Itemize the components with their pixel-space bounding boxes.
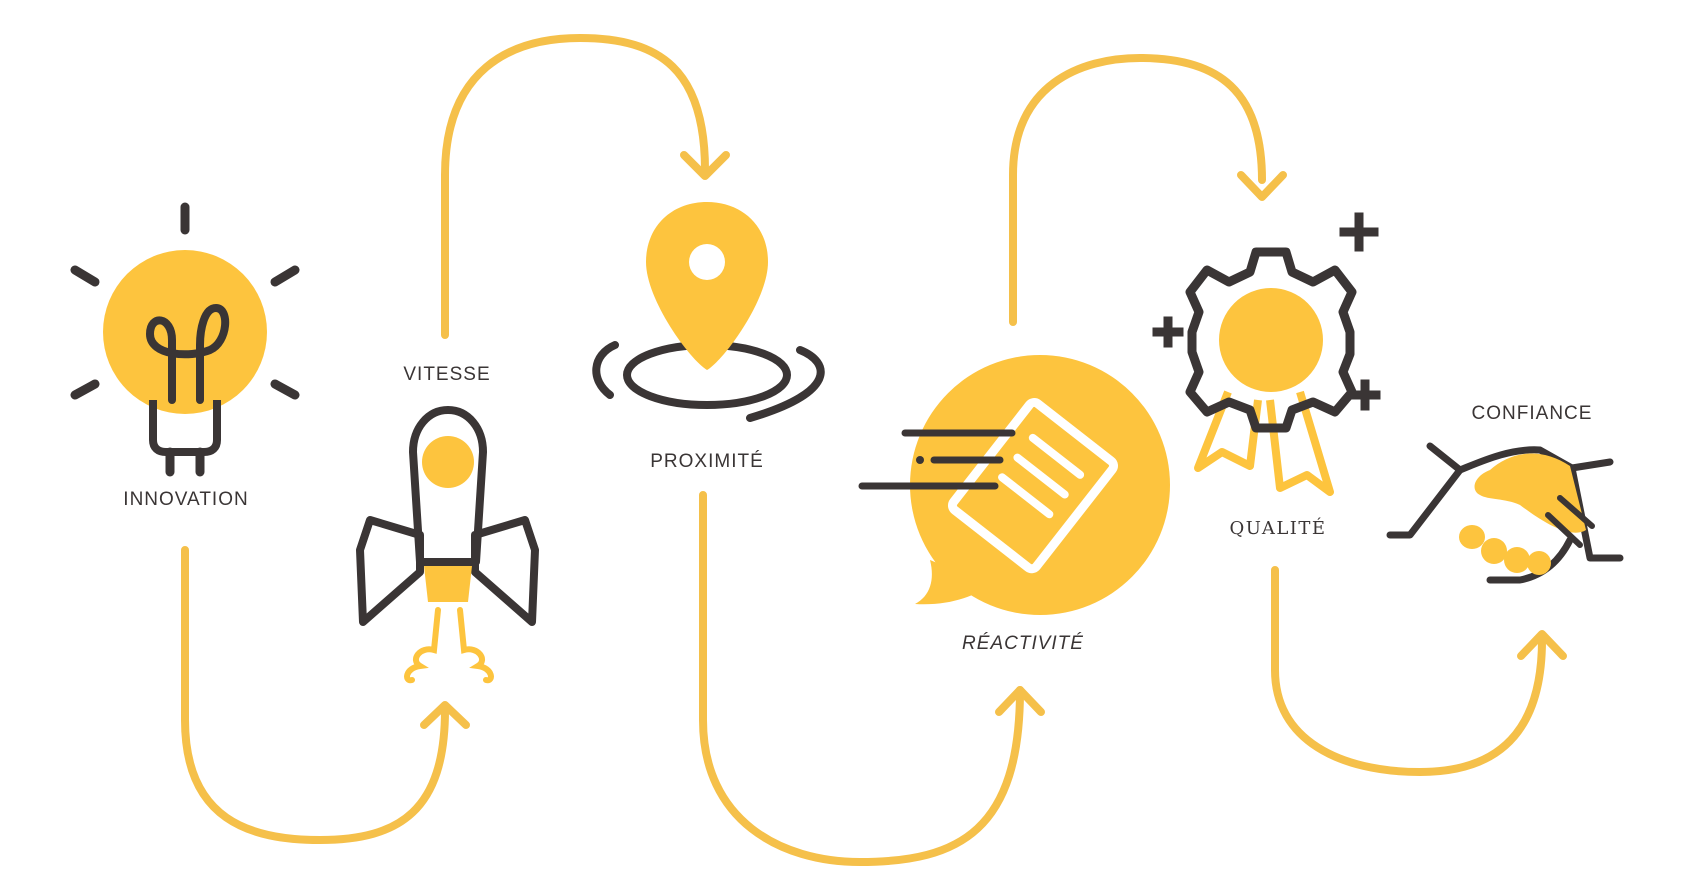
lightbulb-icon — [70, 202, 300, 477]
label-confiance: CONFIANCE — [1471, 403, 1593, 424]
label-vitesse: VITESSE — [403, 364, 491, 385]
connector-qualite-to-confiance — [1271, 566, 1546, 776]
connectors — [181, 34, 1567, 866]
connector-proximite-to-reactivite — [699, 491, 1024, 866]
label-qualite: QUALITÉ — [1229, 518, 1327, 539]
rocket-icon — [356, 406, 539, 684]
connector-innovation-to-vitesse — [181, 546, 449, 844]
connector-reactivite-to-qualite — [1009, 54, 1266, 326]
label-reactivite: RÉACTIVITÉ — [962, 633, 1084, 654]
label-proximite: PROXIMITÉ — [650, 451, 764, 472]
label-innovation: INNOVATION — [123, 489, 249, 510]
arrow-head-reactivite — [995, 686, 1045, 716]
handshake-icon — [1386, 442, 1624, 584]
location-pin-icon — [592, 202, 825, 422]
speech-bubble-document-icon — [858, 355, 1170, 615]
arrow-head-qualite — [1237, 171, 1287, 201]
award-gear-icon — [1152, 212, 1381, 496]
connector-vitesse-to-proximite — [441, 34, 709, 339]
arrow-head-proximite — [680, 151, 730, 180]
arrow-head-vitesse — [420, 701, 470, 729]
arrow-head-confiance — [1517, 630, 1567, 660]
